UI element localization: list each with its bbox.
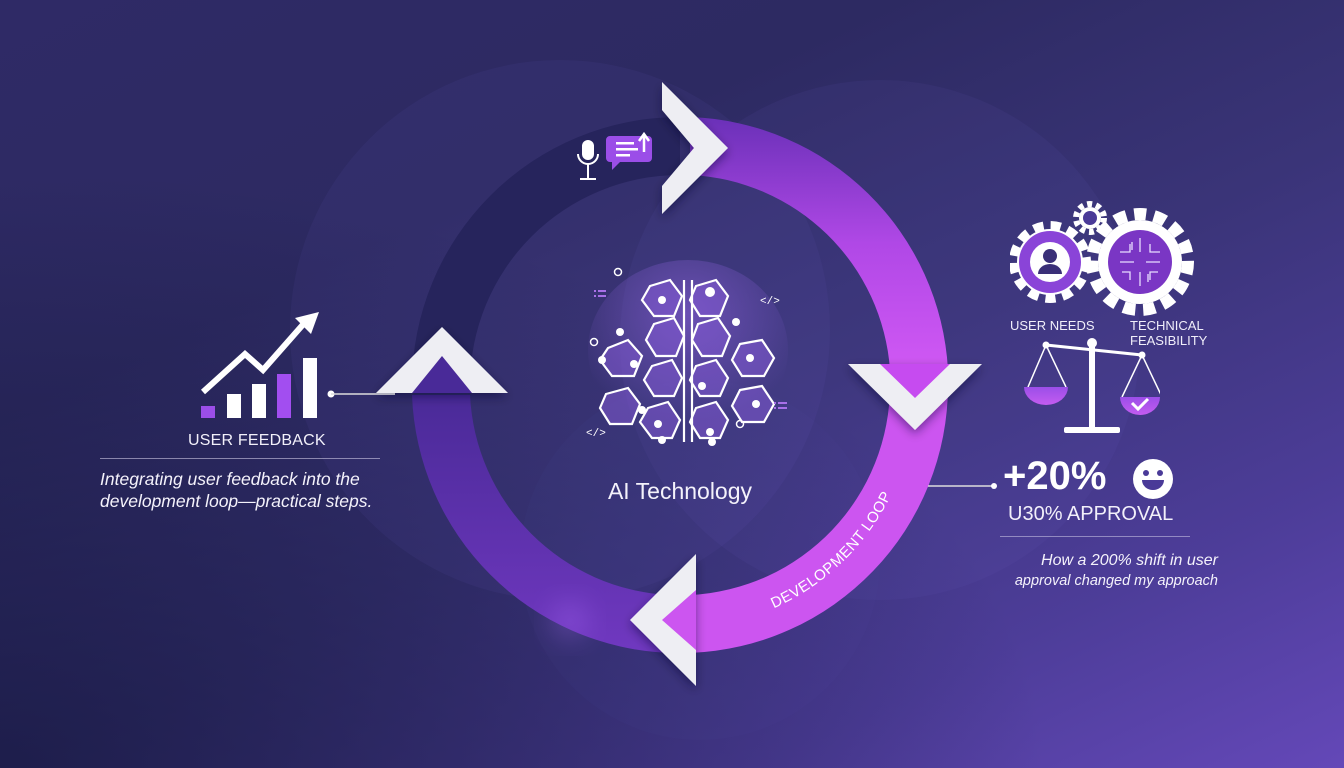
stat-description: How a 200% shift in user approval change… (988, 550, 1218, 592)
brain-network-icon: </> </> (586, 260, 788, 446)
center-title: AI Technology (607, 478, 753, 504)
chat-message-upload-icon (606, 131, 652, 170)
description-line-2: approval changed my approach (1014, 573, 1218, 589)
technical-feasibility-label: TECHNICAL FEASIBILITY (1130, 318, 1207, 348)
arrow-left-icon (630, 554, 696, 686)
bar-chart-rising-arrow-icon (200, 312, 319, 418)
balance-scale-icon (1024, 338, 1160, 433)
arrow-right-icon (662, 82, 728, 214)
description-line-1: Integrating user feedback into the (100, 469, 360, 489)
user-needs-label: USER NEEDS (1010, 318, 1095, 333)
svg-text:</>: </> (586, 428, 606, 440)
microphone-icon (577, 140, 599, 180)
circuit-gear-icon (1086, 208, 1194, 316)
user-feedback-title: USER FEEDBACK (188, 432, 326, 449)
stat-label: U30% APPROVAL (1008, 503, 1174, 525)
svg-text:</>: </> (760, 296, 780, 308)
label-line-2: FEASIBILITY (1130, 333, 1208, 348)
description-line-1: How a 200% shift in user (1041, 552, 1218, 569)
user-gear-icon (1010, 221, 1091, 303)
divider (100, 458, 380, 459)
stat-connector-line (928, 483, 997, 489)
arrow-down-icon (848, 364, 982, 430)
user-feedback-description: Integrating user feedback into the devel… (100, 468, 410, 512)
feedback-input-icons (577, 131, 652, 180)
feedback-connector-line (327, 390, 395, 398)
code-tag-icon: </> </> (586, 296, 780, 440)
label-line-1: TECHNICAL (1130, 318, 1204, 333)
stat-value: +20% (1003, 454, 1107, 498)
smiley-face-icon (1133, 459, 1173, 499)
list-icon (594, 290, 787, 409)
divider (1000, 536, 1190, 537)
description-line-2: development loop—practical steps. (100, 491, 373, 511)
gears-cluster (1010, 201, 1194, 316)
small-gear-icon (1073, 201, 1107, 235)
arrow-up-icon (376, 327, 508, 393)
